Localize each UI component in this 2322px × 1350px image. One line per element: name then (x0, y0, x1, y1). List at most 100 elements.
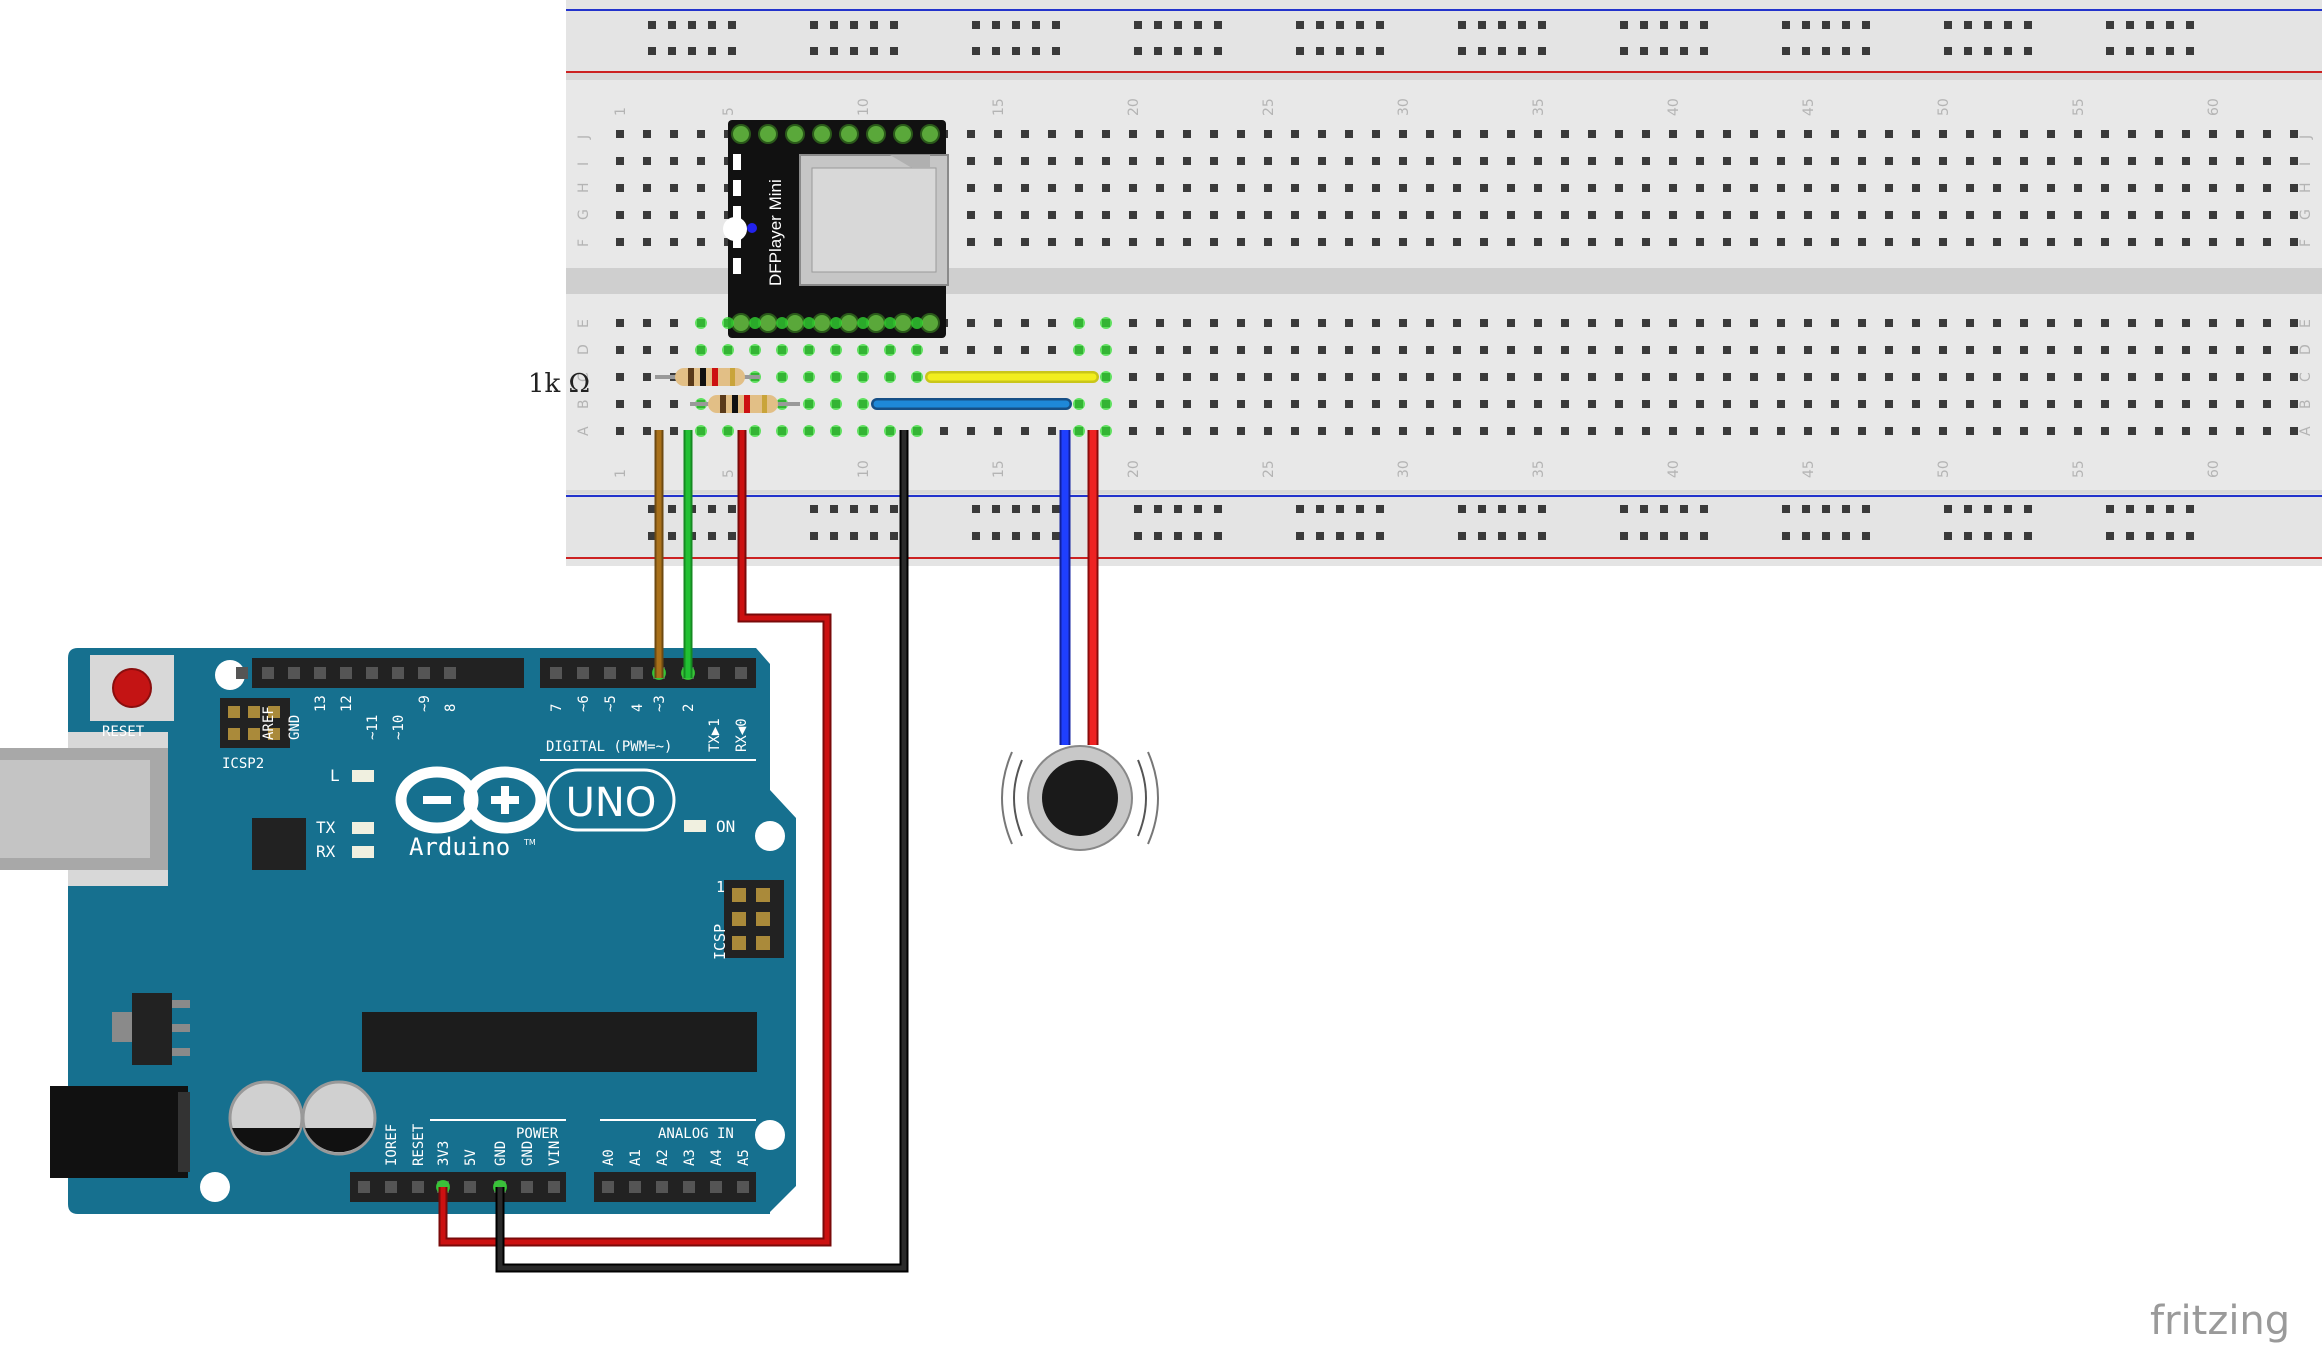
header-socket[interactable] (444, 667, 456, 679)
header-socket[interactable] (262, 667, 274, 679)
breadboard-hole (1453, 238, 1461, 246)
breadboard-hole (2074, 427, 2082, 435)
breadboard-hole (1561, 184, 1569, 192)
breadboard-hole (1210, 211, 1218, 219)
row-letter: A (576, 426, 592, 436)
header-socket[interactable] (577, 667, 589, 679)
capacitor-1 (228, 1080, 304, 1156)
header-socket[interactable] (737, 1181, 749, 1193)
breadboard-hole (1048, 184, 1056, 192)
header-socket[interactable] (602, 1181, 614, 1193)
row-letter: D (2298, 344, 2314, 355)
digital-pin-label: ~10 (391, 715, 407, 740)
header-socket[interactable] (735, 667, 747, 679)
header-socket[interactable] (412, 1181, 424, 1193)
breadboard-hole (1912, 184, 1920, 192)
breadboard-hole (1804, 319, 1812, 327)
breadboard-hole (2155, 130, 2163, 138)
breadboard-hole (1615, 238, 1623, 246)
breadboard-hole (2047, 238, 2055, 246)
dfplayer-mini-module[interactable]: DFPlayer Mini (723, 120, 949, 338)
breadboard-hole (1534, 184, 1542, 192)
resistor-1-band (730, 368, 735, 386)
header-socket[interactable] (340, 667, 352, 679)
resistor-label: 1k Ω (528, 369, 590, 399)
header-socket[interactable] (550, 667, 562, 679)
header-socket[interactable] (629, 1181, 641, 1193)
header-socket[interactable] (464, 1181, 476, 1193)
rail-hole (648, 532, 656, 540)
header-socket[interactable] (392, 667, 404, 679)
resistor-2[interactable] (690, 395, 800, 413)
breadboard-hole (2182, 319, 2190, 327)
header-socket[interactable] (604, 667, 616, 679)
rail-hole (1336, 505, 1344, 513)
bottom-power-rail (566, 494, 2322, 566)
breadboard-hole (1210, 157, 1218, 165)
header-socket[interactable] (288, 667, 300, 679)
connected-hole (722, 425, 734, 437)
header-socket[interactable] (631, 667, 643, 679)
bottom-rail-holes (648, 505, 2194, 540)
breadboard-hole (1534, 238, 1542, 246)
breadboard-hole (2128, 427, 2136, 435)
header-socket[interactable] (708, 667, 720, 679)
digital-pin-label: AREF (261, 706, 277, 740)
breadboard-hole (1723, 319, 1731, 327)
breadboard-hole (697, 211, 705, 219)
breadboard-hole (1642, 427, 1650, 435)
breadboard-hole (2128, 130, 2136, 138)
header-socket[interactable] (656, 1181, 668, 1193)
rail-hole (2004, 21, 2012, 29)
breadboard-hole (1399, 130, 1407, 138)
column-number: 35 (1531, 98, 1547, 116)
vibration-motor[interactable] (1001, 745, 1159, 851)
breadboard-hole (1939, 427, 1947, 435)
header-socket[interactable] (366, 667, 378, 679)
header-socket[interactable] (683, 1181, 695, 1193)
rail-hole (2146, 532, 2154, 540)
breadboard-hole (1102, 211, 1110, 219)
breadboard-hole (2263, 130, 2271, 138)
resistor-1[interactable] (655, 368, 760, 386)
icsp2-pin (248, 728, 260, 740)
breadboard-hole (1696, 373, 1704, 381)
breadboard-hole (1804, 130, 1812, 138)
resistor-1-band (688, 368, 694, 386)
breadboard-hole (1831, 373, 1839, 381)
breadboard-hole (1966, 427, 1974, 435)
rail-hole (1032, 532, 1040, 540)
header-socket[interactable] (521, 1181, 533, 1193)
breadboard-hole (1372, 346, 1380, 354)
breadboard-hole (1642, 157, 1650, 165)
header-socket[interactable] (710, 1181, 722, 1193)
breadboard-hole (1264, 373, 1272, 381)
breadboard-hole (1696, 130, 1704, 138)
breadboard-hole (1642, 400, 1650, 408)
rail-hole (1134, 21, 1142, 29)
breadboard-hole (1696, 211, 1704, 219)
breadboard-hole (1993, 373, 2001, 381)
rail-hole (870, 47, 878, 55)
header-socket[interactable] (418, 667, 430, 679)
breadboard-hole (2182, 373, 2190, 381)
rail-hole (1518, 532, 1526, 540)
breadboard-hole (1723, 211, 1731, 219)
header-socket[interactable] (314, 667, 326, 679)
power-label: POWER (516, 1126, 559, 1142)
breadboard-hole (1426, 157, 1434, 165)
breadboard-hole (2020, 373, 2028, 381)
rail-hole (1782, 505, 1790, 513)
rail-hole (1356, 532, 1364, 540)
arduino-uno-board[interactable]: RESET ICSP2 L TX RX ON UNO Arduino TM (0, 648, 796, 1214)
header-socket[interactable] (236, 667, 248, 679)
header-socket[interactable] (548, 1181, 560, 1193)
breadboard-hole (1993, 184, 2001, 192)
column-number: 30 (1396, 98, 1412, 116)
reset-button[interactable] (112, 668, 152, 708)
header-socket[interactable] (385, 1181, 397, 1193)
breadboard-hole (1021, 157, 1029, 165)
breadboard-hole (994, 184, 1002, 192)
header-socket[interactable] (358, 1181, 370, 1193)
vibration-arc (1137, 759, 1147, 837)
